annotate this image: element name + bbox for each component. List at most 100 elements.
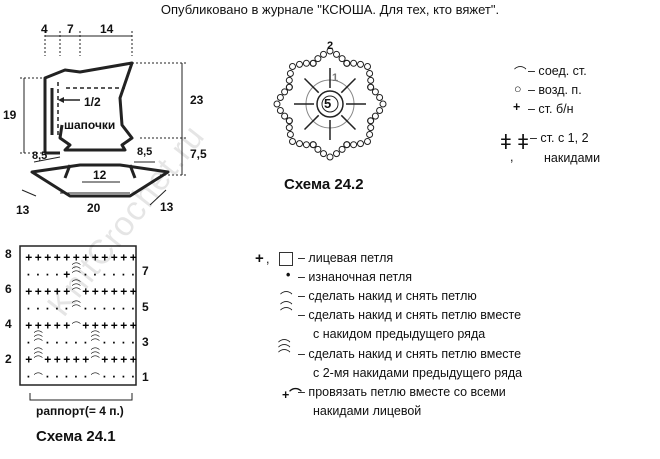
chain-icon [296, 60, 303, 68]
chain-icon [286, 70, 294, 77]
chain-icon [285, 117, 293, 125]
chart-cell: · [131, 268, 135, 282]
chart-cell: ⌒ [91, 356, 100, 366]
legend-yarn-over-2-cont: с накидом предыдущего ряда [313, 327, 486, 341]
chart-cell: + [73, 353, 80, 367]
double-crochet-icon [303, 114, 320, 131]
motif-diagram [273, 47, 387, 161]
chart-cell: + [92, 251, 99, 265]
chain-icon [338, 145, 346, 153]
chart-cell: · [55, 268, 59, 282]
chain-icon [366, 131, 374, 138]
legend-yarn-over-2: – сделать накид и снять петлю вместе [298, 308, 522, 322]
chain-icon [320, 150, 327, 158]
chart-cell: + [92, 319, 99, 333]
chain-icon [367, 76, 375, 84]
chart-cell: + [73, 251, 80, 265]
chart-cell: · [112, 370, 116, 384]
chart-row-2: 2 [5, 352, 12, 366]
dim-bottom-width: 20 [87, 201, 101, 215]
chart-cell: + [54, 251, 61, 265]
chain-icon [281, 88, 289, 96]
chain-icon [357, 140, 364, 148]
motif-row-label-1: 1 [332, 72, 339, 84]
dim-left-height: 19 [3, 108, 17, 122]
chain-icon [289, 138, 296, 145]
chart-cell: + [130, 251, 137, 265]
chart-cell: · [112, 302, 116, 316]
chart-cell: · [93, 302, 97, 316]
chart-cell: + [130, 285, 137, 299]
chart-cell: + [54, 319, 61, 333]
chain-icon [285, 83, 293, 91]
dim-waist-right: 8,5 [137, 146, 153, 158]
dim-right-lower: 7,5 [190, 147, 207, 161]
chart-cell: · [112, 336, 116, 350]
legend-purl: – изнаночная петля [298, 270, 413, 284]
chain-icon [276, 94, 284, 101]
chart-cell: ⌒ [72, 322, 81, 332]
chain-icon [320, 50, 327, 58]
legend-knit-together: – провязать петлю вместе со всеми [298, 385, 506, 399]
chart-cell-yarn-over: ⌒ [34, 331, 43, 341]
chart-cell-yarn-over: ⌒ [34, 348, 43, 358]
chart-cell: + [120, 353, 127, 367]
label-hat: шапочки [64, 118, 116, 132]
double-crochet-icon [303, 77, 320, 94]
chart-cell: · [84, 370, 88, 384]
chain-icon [350, 141, 358, 149]
chart-cell: · [27, 268, 31, 282]
chart-cell-yarn-over: ⌒ [72, 280, 81, 290]
chart-cell: + [101, 251, 108, 265]
chart-cell: + [82, 251, 89, 265]
yarn-over-2-icon: ⌒⌒ [280, 301, 293, 321]
chart-cell: + [130, 319, 137, 333]
legend-yarn-over-1: – сделать накид и снять петлю [298, 289, 477, 303]
chart-cell: + [25, 251, 32, 265]
chart-row-7: 7 [142, 264, 149, 278]
label-half: 1/2 [84, 95, 101, 109]
chain-icon [326, 47, 334, 55]
chart-cell: · [131, 302, 135, 316]
chart-cell: · [55, 336, 59, 350]
legend-single-crochet: – ст. б/н [528, 102, 574, 116]
chain-icon [309, 59, 317, 67]
chain-icon [302, 141, 310, 149]
chart-cell: ⌒ [34, 339, 43, 349]
chart-cell: · [46, 302, 50, 316]
chart-cell: · [74, 370, 78, 384]
chart-cell-yarn-over: ⌒ [91, 348, 100, 358]
chain-icon [338, 55, 346, 63]
legend-slip-stitch: – соед. ст. [528, 64, 587, 78]
chain-icon [302, 59, 310, 67]
chain-icon [314, 55, 322, 63]
chart-cell: + [25, 319, 32, 333]
legend-knit-together-cont: накидами лицевой [313, 404, 422, 418]
chart-cell: · [103, 268, 107, 282]
knit-icon: + [255, 250, 264, 267]
chain-icon [376, 94, 384, 101]
chain-icon [366, 70, 374, 77]
chart-cell: + [63, 353, 70, 367]
chart-cell: · [46, 336, 50, 350]
double-crochet-icon [340, 114, 357, 131]
chart-cell: + [111, 285, 118, 299]
chart-cell: · [55, 302, 59, 316]
chart-cell: + [25, 285, 32, 299]
chain-icon [364, 138, 371, 145]
dim-top-a: 4 [41, 22, 48, 36]
chart-cell: + [44, 353, 51, 367]
chart-cell: · [27, 302, 31, 316]
knit-together-icon: +⌒ [282, 388, 302, 402]
chart-row-5: 5 [142, 300, 149, 314]
chart-cell: · [103, 370, 107, 384]
chart-cell: + [92, 285, 99, 299]
chain-icon [364, 63, 371, 70]
chain-icon: ○ [514, 82, 522, 96]
scheme-24-1-caption: Схема 24.1 [36, 428, 116, 445]
dim-top-b: 7 [67, 22, 74, 36]
chart-cell: + [101, 319, 108, 333]
chart-cell: · [122, 268, 126, 282]
chart-cell: · [65, 370, 69, 384]
chart-cell-yarn-over: ⌒ [34, 335, 43, 345]
